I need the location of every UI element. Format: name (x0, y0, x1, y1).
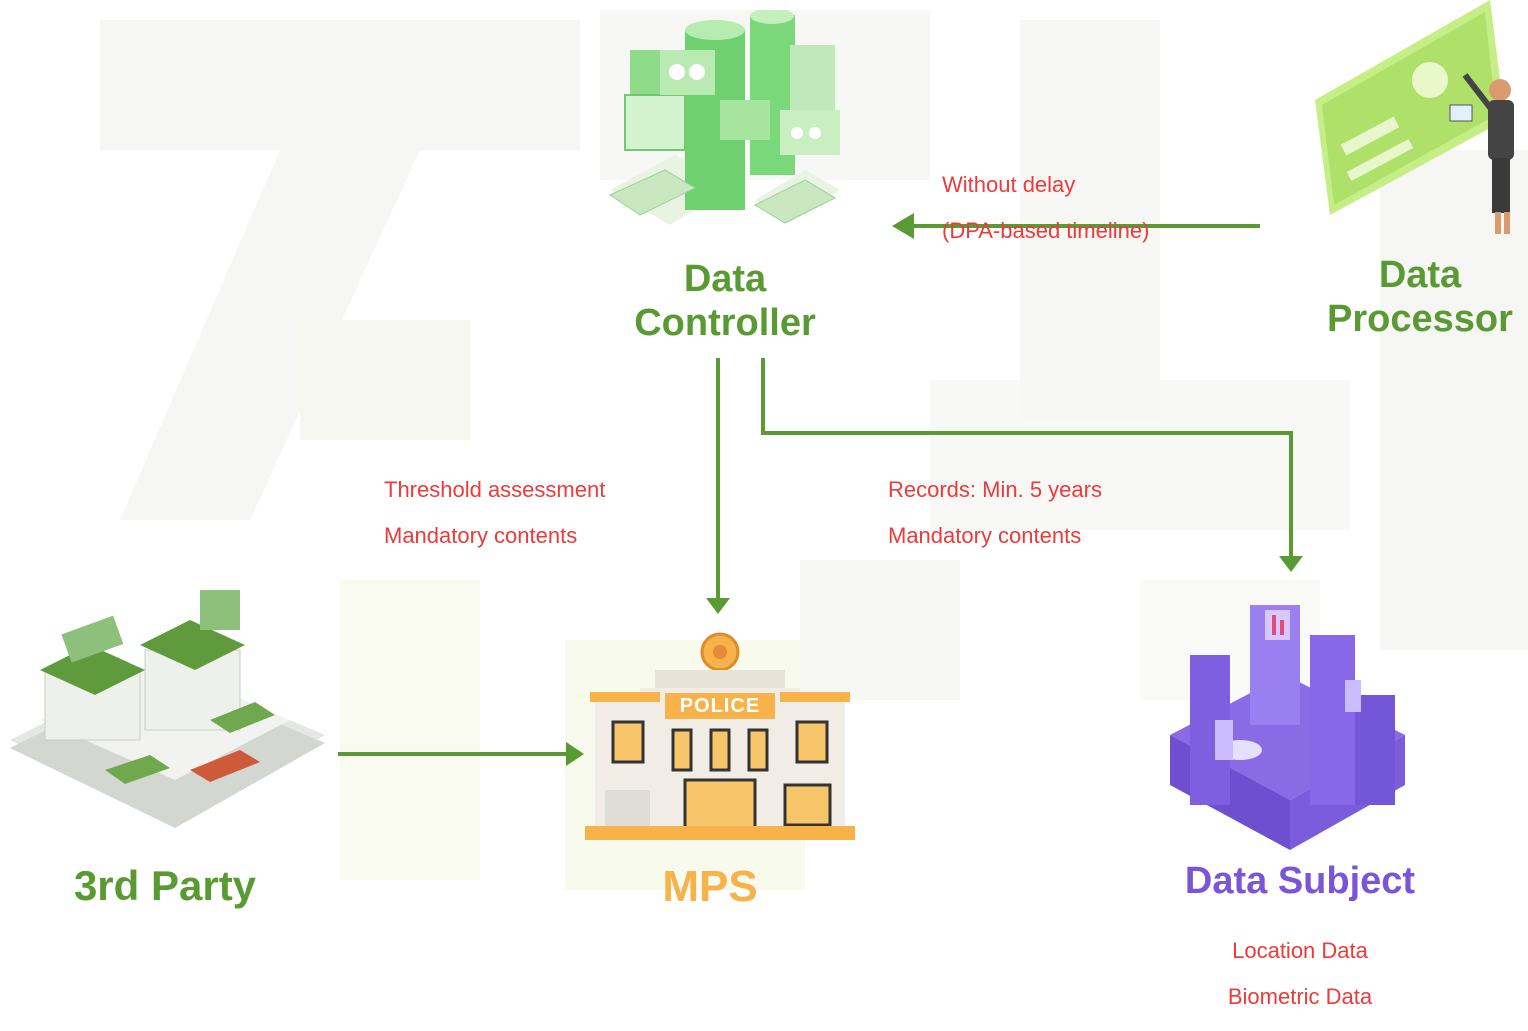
note-subject-line1: Records: Min. 5 years (888, 477, 1102, 502)
data-subject-label: Data Subject (1184, 860, 1416, 902)
arrowhead-down-subject (1279, 556, 1303, 572)
flow-arrows (338, 213, 1303, 766)
data-subject-detail-2: Biometric Data (1227, 984, 1373, 1009)
arrowhead-down-mps (706, 598, 730, 614)
data-subject-details: Location Data Biometric Data (1180, 916, 1420, 1031)
data-center-icon (605, 8, 845, 250)
data-processor-label: Data Processor (1300, 254, 1528, 341)
data-controller-line1: Data (683, 258, 767, 300)
arrowhead-left (892, 213, 914, 239)
arrow-controller-to-subject (761, 358, 1293, 556)
note-mps-line1: Threshold assessment (384, 477, 606, 502)
data-controller-line2: Controller (634, 301, 816, 344)
smart-city-icon (1160, 585, 1410, 850)
data-processor-line2: Processor (1327, 297, 1513, 340)
government-building-icon (10, 570, 330, 840)
third-party-label: 3rd Party (73, 862, 257, 909)
analyst-dashboard-icon (1300, 0, 1528, 240)
mps-label: MPS (662, 862, 758, 911)
police-sign: POLICE (679, 695, 761, 717)
note-mps-line2: Mandatory contents (384, 523, 578, 548)
note-controller-to-subject: Records: Min. 5 years Mandatory contents (888, 455, 1102, 570)
police-station-icon (585, 630, 855, 845)
note-subject-line2: Mandatory contents (888, 523, 1082, 548)
note-processor-line1: Without delay (942, 172, 1076, 197)
data-processor-line1: Data (1378, 254, 1462, 296)
note-controller-to-mps: Threshold assessment Mandatory contents (384, 455, 605, 570)
note-processor-to-controller: Without delay (DPA-based timeline) (942, 150, 1149, 265)
note-processor-line2: (DPA-based timeline) (942, 218, 1150, 243)
arrowhead-right (566, 742, 584, 766)
data-subject-detail-1: Location Data (1232, 938, 1368, 963)
data-controller-label: Data Controller (590, 258, 860, 345)
